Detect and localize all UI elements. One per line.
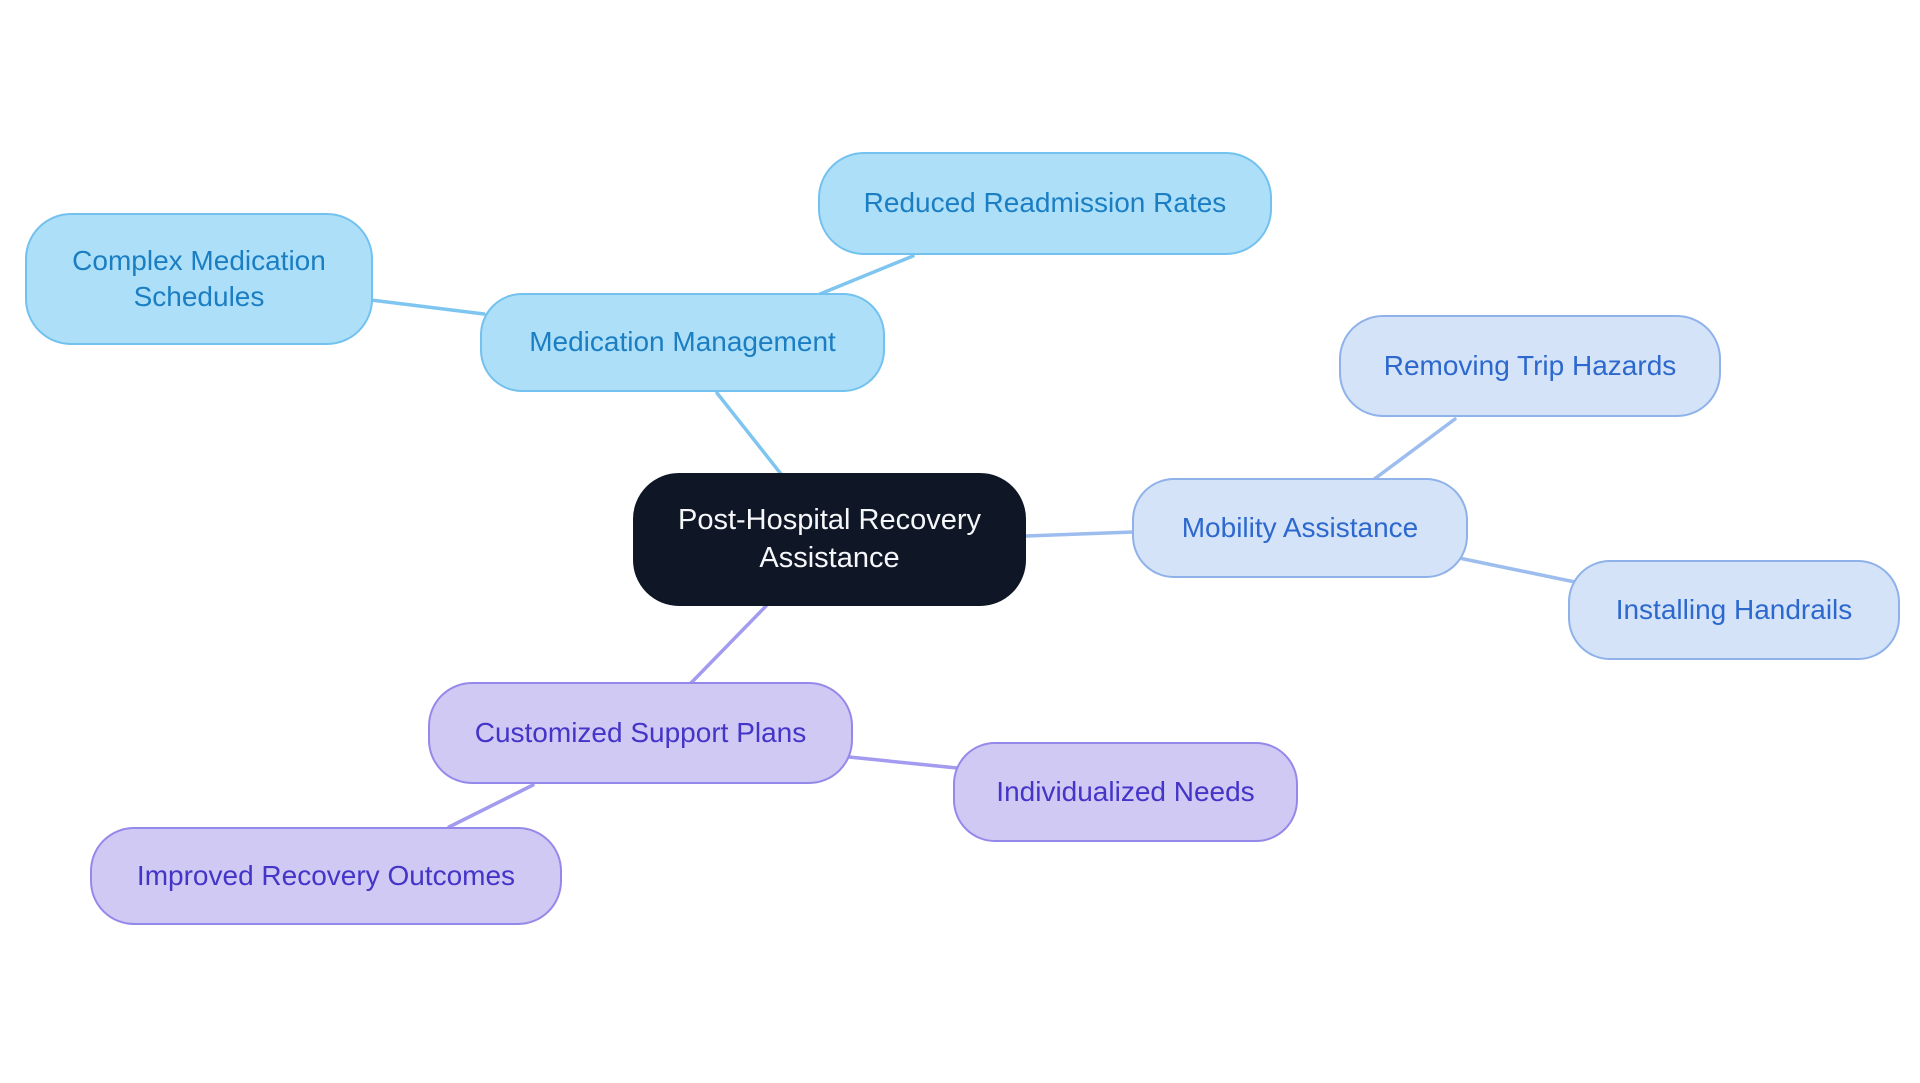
node-installing-handrails[interactable]: Installing Handrails	[1568, 560, 1900, 660]
node-medication-management[interactable]: Medication Management	[480, 293, 885, 392]
node-label: Reduced Readmission Rates	[863, 187, 1227, 219]
node-label: Improved Recovery Outcomes	[136, 859, 516, 891]
edge-removing_trip_hazards--mobility_assistance	[1371, 417, 1457, 482]
node-post-hospital-recovery-assistance[interactable]: Post-Hospital Recovery Assistance	[633, 473, 1026, 606]
node-label: Complex Medication Schedules	[72, 244, 326, 312]
node-reduced-readmission-rates[interactable]: Reduced Readmission Rates	[818, 152, 1272, 255]
node-label: Removing Trip Hazards	[1383, 349, 1677, 381]
edge-customized_support_plans--individualized_needs	[847, 755, 959, 770]
edge-reduced_readmission_rates--medication_management	[818, 254, 915, 296]
node-improved-recovery-outcomes[interactable]: Improved Recovery Outcomes	[90, 827, 562, 925]
node-removing-trip-hazards[interactable]: Removing Trip Hazards	[1339, 315, 1721, 417]
node-label: Customized Support Plans	[474, 716, 807, 748]
node-label: Individualized Needs	[996, 775, 1255, 807]
edge-complex_medication_schedules--medication_management	[369, 298, 486, 316]
node-complex-medication-schedules[interactable]: Complex Medication Schedules	[25, 213, 373, 345]
node-mobility-assistance[interactable]: Mobility Assistance	[1132, 478, 1468, 578]
node-customized-support-plans[interactable]: Customized Support Plans	[428, 682, 853, 784]
node-label: Installing Handrails	[1615, 593, 1853, 625]
edge-central--mobility_assistance	[1024, 530, 1135, 538]
edge-mobility_assistance--installing_handrails	[1457, 556, 1577, 584]
edge-central--customized_support_plans	[689, 604, 768, 685]
edge-medication_management--central	[715, 391, 783, 476]
node-label: Mobility Assistance	[1181, 511, 1419, 543]
node-label: Post-Hospital Recovery Assistance	[678, 503, 981, 574]
node-label: Medication Management	[529, 326, 836, 358]
edge-customized_support_plans--improved_recovery_outcomes	[447, 783, 535, 829]
node-individualized-needs[interactable]: Individualized Needs	[953, 742, 1298, 842]
